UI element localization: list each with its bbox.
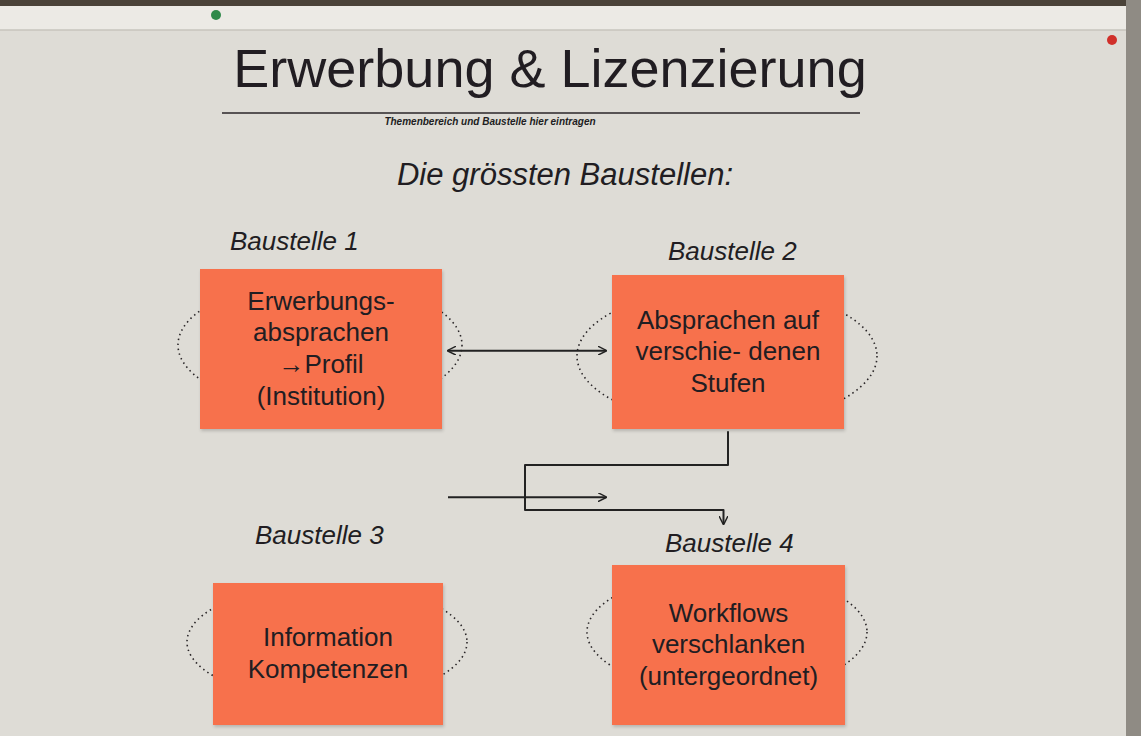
green-pin [211, 10, 221, 20]
red-pin [1107, 35, 1117, 45]
sticky-note: Erwerbungs- absprachen →Profil (Institut… [200, 269, 442, 429]
top-edge [0, 0, 1141, 6]
connector-arrow [525, 431, 728, 524]
dotted-ellipses [178, 281, 877, 700]
note-text: Absprachen auf verschie- denen Stufen [628, 305, 828, 400]
baustelle-heading: Baustelle 4 [612, 528, 845, 559]
connector-arrow [448, 350, 606, 352]
baustelle-node: Baustelle 4 Workflows verschlanken (unter… [612, 528, 845, 725]
baustelle-heading: Baustelle 1 [200, 226, 442, 257]
baustelle-node: Baustelle 1 Erwerbungs- absprachen →Profi… [200, 226, 442, 429]
chart-title: Erwerbung & Lizenzierung [180, 36, 920, 101]
baustelle-node: Baustelle 3 Information Kompetenzen [213, 520, 443, 725]
note-text: Workflows verschlanken (untergeordnet) [628, 598, 829, 693]
baustelle-heading: Baustelle 3 [213, 520, 443, 551]
note-text: Erwerbungs- absprachen →Profil (Institut… [216, 286, 426, 413]
connector-arrow [448, 496, 606, 498]
sticky-note: Absprachen auf verschie- denen Stufen [612, 275, 844, 429]
folded-paper-strip [0, 6, 1141, 30]
note-text: Information Kompetenzen [229, 622, 427, 685]
right-edge [1126, 0, 1141, 736]
sticky-note: Information Kompetenzen [213, 583, 443, 725]
fold-line [0, 29, 1141, 31]
sticky-note: Workflows verschlanken (untergeordnet) [612, 565, 845, 725]
section-heading: Die grössten Baustellen: [320, 156, 810, 193]
baustelle-node: Baustelle 2 Absprachen auf verschie- dene… [612, 236, 844, 429]
title-underline [222, 112, 860, 114]
instruction-note: Themenbereich und Baustelle hier eintrag… [330, 116, 650, 128]
baustelle-heading: Baustelle 2 [612, 236, 844, 267]
